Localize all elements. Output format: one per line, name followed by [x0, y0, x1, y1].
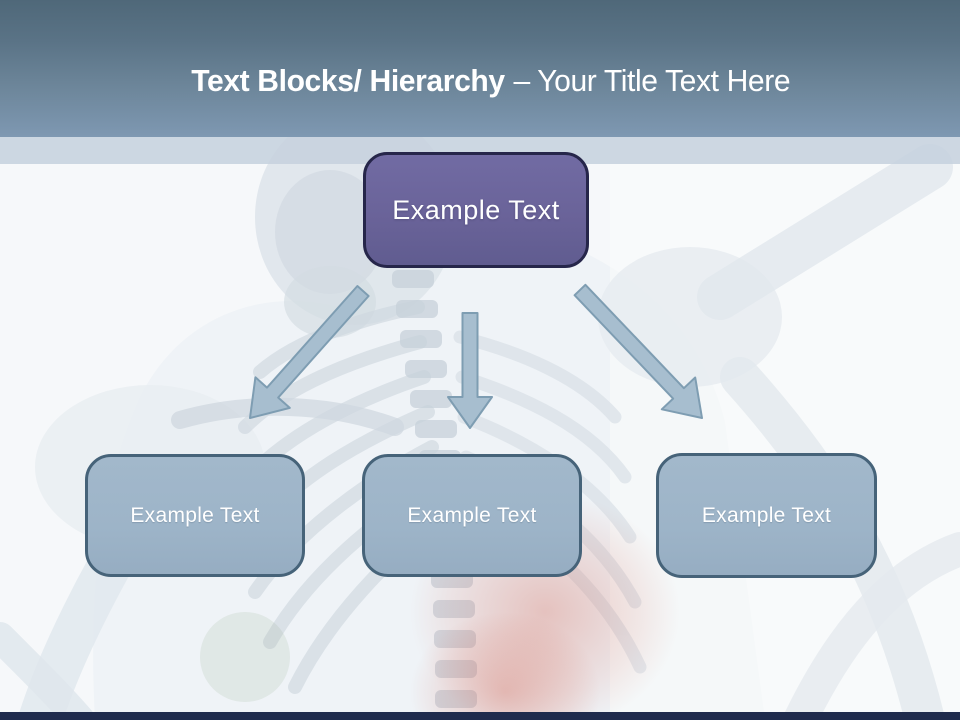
hierarchy-child-node-2[interactable]: Example Text — [362, 454, 582, 577]
page-title: Text Blocks/ Hierarchy– Your Title Text … — [192, 63, 791, 99]
page-title-primary: Text Blocks/ Hierarchy — [191, 62, 506, 98]
hierarchy-child-node-1[interactable]: Example Text — [85, 454, 305, 577]
footer-accent-bar — [0, 712, 960, 720]
hierarchy-child-label: Example Text — [701, 503, 832, 527]
hierarchy-child-label: Example Text — [130, 503, 260, 527]
hierarchy-root-label: Example Text — [392, 194, 560, 225]
hierarchy-child-label: Example Text — [407, 503, 537, 527]
slide-header: Text Blocks/ Hierarchy– Your Title Text … — [0, 0, 960, 137]
page-title-secondary: – Your Title Text Here — [513, 62, 791, 98]
hierarchy-root-node[interactable]: Example Text — [363, 152, 589, 268]
hierarchy-child-node-3[interactable]: Example Text — [656, 453, 877, 578]
